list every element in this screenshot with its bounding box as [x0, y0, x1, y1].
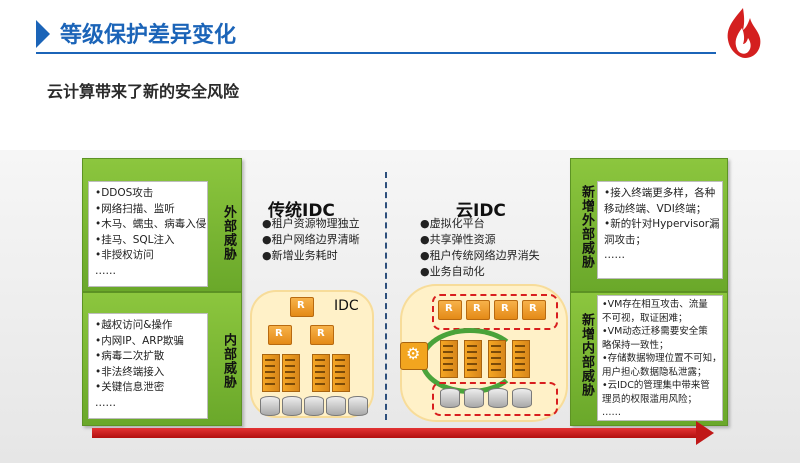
left-internal-list: •越权访问&操作 •内网IP、ARP欺骗 •病毒二次扩散 •非法终端接入 •关键…: [88, 313, 208, 419]
router-icon: [268, 325, 292, 345]
list-item: ●租户资源物理独立: [262, 217, 360, 230]
router-icon: [310, 325, 334, 345]
disk-icon: [260, 396, 280, 416]
list-item: ●新增业务耗时: [262, 249, 338, 262]
router-icon: [522, 300, 546, 320]
left-internal-label: 内部威胁: [221, 333, 236, 389]
list-item: •挂马、SQL注入: [95, 233, 175, 246]
router-icon: [290, 297, 314, 317]
left-internal-panel: •越权访问&操作 •内网IP、ARP欺骗 •病毒二次扩散 •非法终端接入 •关键…: [82, 292, 242, 426]
column-divider: [385, 172, 387, 420]
router-icon: [466, 300, 490, 320]
left-external-label: 外部威胁: [221, 205, 236, 261]
idc-label: IDC: [334, 298, 359, 314]
list-item: •云IDC的管理集中带来管: [602, 380, 710, 391]
list-item: 略保持一致性；: [602, 339, 669, 351]
list-item: •新的针对Hypervisor漏: [604, 218, 720, 230]
evolution-arrow-head-icon: [696, 421, 714, 445]
list-item: ●租户网络边界清晰: [262, 233, 360, 246]
list-item: •网络扫描、监听: [95, 202, 175, 215]
list-item: •VM动态迁移需要安全策: [602, 326, 708, 337]
page-title: 等级保护差异变化: [60, 23, 237, 48]
disk-icon: [304, 396, 324, 416]
right-external-label: 新增外部威胁: [579, 185, 594, 269]
server-icon: [262, 354, 280, 392]
server-icon: [512, 340, 530, 378]
disk-icon: [512, 388, 532, 408]
title-underline: [36, 52, 716, 54]
cloud-idc-title: 云IDC: [456, 201, 506, 221]
server-icon: [332, 354, 350, 392]
left-external-list: •DDOS攻击 •网络扫描、监听 •木马、蠕虫、病毒入侵 •挂马、SQL注入 •…: [88, 181, 208, 287]
disk-icon: [488, 388, 508, 408]
right-external-panel: 新增外部威胁 •接入终端更多样，各种 移动终端、VDI终端； •新的针对Hype…: [570, 158, 728, 292]
disk-icon: [440, 388, 460, 408]
subtitle: 云计算带来了新的安全风险: [47, 82, 240, 101]
server-icon: [464, 340, 482, 378]
list-item: ●虚拟化平台: [420, 217, 485, 230]
list-item: •接入终端更多样，各种: [604, 187, 716, 199]
list-item: 不可视，取证困难；: [602, 312, 688, 324]
server-icon: [312, 354, 330, 392]
list-item: •越权访问&操作: [95, 319, 173, 331]
list-item: •非法终端接入: [95, 365, 165, 378]
list-item: 用户担心数据隐私泄露；: [602, 366, 707, 378]
server-icon: [440, 340, 458, 378]
disk-icon: [282, 396, 302, 416]
list-item: •DDOS攻击: [95, 187, 154, 199]
title-chevron-icon: [36, 20, 50, 48]
left-external-panel: •DDOS攻击 •网络扫描、监听 •木马、蠕虫、病毒入侵 •挂马、SQL注入 •…: [82, 158, 242, 292]
title-bar: 等级保护差异变化: [0, 14, 740, 54]
list-item: ●租户传统网络边界消失: [420, 249, 540, 262]
list-item: 移动终端、VDI终端；: [604, 202, 707, 215]
traditional-idc-title: 传统IDC: [268, 201, 335, 221]
traditional-features: ●租户资源物理独立 ●租户网络边界清晰 ●新增业务耗时: [262, 216, 360, 264]
list-item: ……: [95, 396, 116, 409]
disk-icon: [326, 396, 346, 416]
cloud-features: ●虚拟化平台 ●共享弹性资源 ●租户传统网络边界消失 ●业务自动化: [420, 216, 540, 280]
list-item: •存储数据物理位置不可知，: [602, 353, 722, 364]
server-icon: [282, 354, 300, 392]
router-group-highlight: [432, 294, 558, 330]
list-item: •VM存在相互攻击、流量: [602, 299, 708, 310]
list-item: ……: [604, 249, 625, 261]
evolution-arrow-bar: [92, 428, 698, 438]
list-item: •内网IP、ARP欺骗: [95, 334, 184, 347]
list-item: •木马、蠕虫、病毒入侵: [95, 218, 207, 230]
router-icon: [438, 300, 462, 320]
storage-group-highlight: [432, 382, 558, 416]
list-item: ……: [602, 407, 621, 418]
list-item: 理员的权限滥用风险；: [602, 393, 698, 405]
server-icon: [488, 340, 506, 378]
disk-icon: [464, 388, 484, 408]
right-internal-label: 新增内部威胁: [579, 313, 594, 397]
list-item: •病毒二次扩散: [95, 350, 165, 362]
right-external-list: •接入终端更多样，各种 移动终端、VDI终端； •新的针对Hypervisor漏…: [597, 181, 723, 279]
disk-icon: [348, 396, 368, 416]
list-item: 洞攻击；: [604, 233, 646, 246]
list-item: ●共享弹性资源: [420, 233, 496, 246]
gear-icon: [400, 342, 428, 370]
router-icon: [494, 300, 518, 320]
right-internal-panel: 新增内部威胁 •VM存在相互攻击、流量 不可视，取证困难； •VM动态迁移需要安…: [570, 292, 728, 426]
right-internal-list: •VM存在相互攻击、流量 不可视，取证困难； •VM动态迁移需要安全策 略保持一…: [597, 295, 723, 421]
list-item: •非授权访问: [95, 249, 154, 261]
list-item: ……: [95, 264, 116, 277]
list-item: •关键信息泄密: [95, 381, 165, 393]
flame-logo-icon: [727, 8, 761, 58]
list-item: ●业务自动化: [420, 265, 485, 278]
